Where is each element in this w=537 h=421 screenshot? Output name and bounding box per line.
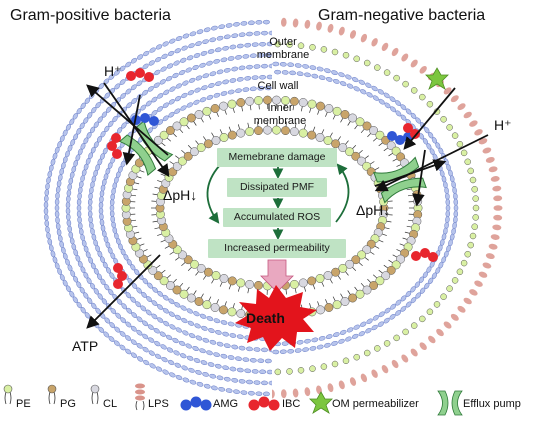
delta-ph-left: ΔpH↓ — [163, 187, 198, 203]
amg-molecule-icon — [180, 396, 212, 411]
legend-icons — [3, 383, 463, 416]
proton-label-right: H⁺ — [494, 117, 512, 133]
lps-icon — [135, 383, 145, 411]
gram-negative-title: Gram-negative bacteria — [318, 7, 486, 24]
ibc-molecule-icon — [248, 396, 280, 411]
inner-membrane-bilayer — [121, 95, 423, 321]
delta-ph-right: ΔpH↓ — [356, 202, 391, 218]
legend-om-permeabilizer-label: OM permeabilizer — [332, 398, 419, 410]
legend-amg-label: AMG — [213, 398, 239, 410]
legend-lps-label: LPS — [148, 398, 169, 410]
ibc-molecule-bottom-right — [411, 248, 438, 262]
pg-lipid-icon — [47, 384, 57, 405]
dissipated-pmf-box: Dissipated PMF — [227, 178, 327, 197]
legend-pg-label: PG — [60, 398, 76, 410]
increased-permeability-box: Increased permeability — [208, 239, 346, 258]
gram-positive-title: Gram-positive bacteria — [10, 7, 171, 24]
gram-negative-envelope — [272, 17, 503, 399]
ibc-molecule-left — [107, 133, 122, 159]
cascade-arrows — [206, 163, 350, 241]
legend-ibc-label: IBC — [282, 398, 301, 410]
legend-cl-label: CL — [103, 398, 118, 410]
om-permeabilizer-icon — [309, 391, 333, 414]
death-label: Death — [246, 310, 285, 326]
ibc-molecule-top — [126, 68, 154, 82]
amg-molecule-left — [131, 113, 159, 126]
atp-label: ATP — [72, 338, 99, 354]
legend-efflux-pump-label: Efflux pump — [463, 398, 521, 410]
pe-lipid-icon — [3, 384, 13, 405]
efflux-pump-icon — [437, 390, 463, 416]
ibc-molecule-bottom-left — [113, 263, 127, 289]
cl-lipid-icon — [90, 384, 100, 405]
down-to-death-arrow — [260, 259, 294, 293]
proton-label-left: H⁺ — [104, 63, 122, 79]
cell-wall-label: Cell wall — [257, 80, 299, 92]
death-burst — [235, 285, 317, 351]
om-permeabilizer-molecule — [425, 67, 449, 90]
transport-arrows — [86, 82, 489, 329]
legend-pe-label: PE — [16, 398, 31, 410]
ibc-molecule-right — [403, 123, 420, 139]
membrane-damage-box: Memebrane damage — [217, 148, 337, 167]
accumulated-ros-box: Accumulated ROS — [223, 208, 331, 227]
